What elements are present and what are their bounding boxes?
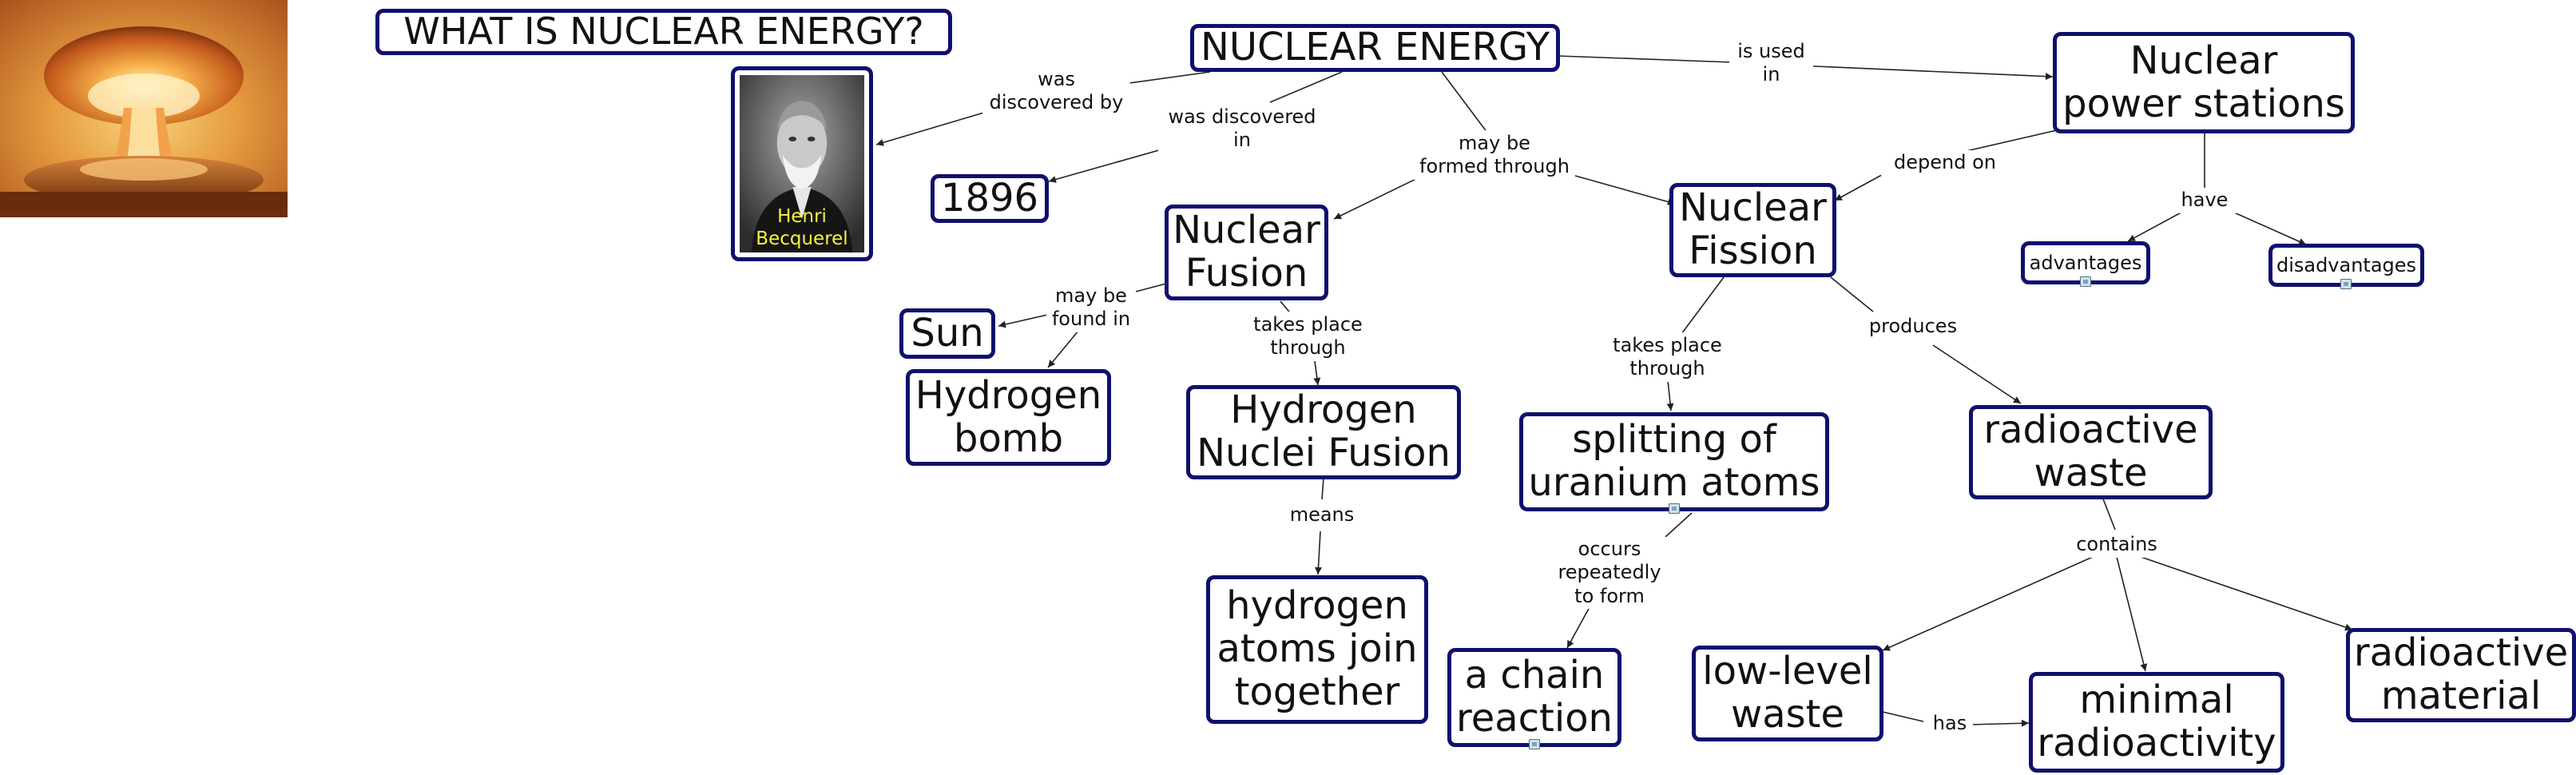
node-nuclear-fission[interactable]: Nuclear Fission <box>1669 183 1836 277</box>
link-produces[interactable]: produces <box>1865 314 1961 340</box>
connector-line <box>1047 325 1083 368</box>
connector-line <box>1132 283 1167 293</box>
connector-line <box>1681 276 1725 335</box>
connector-line <box>1269 71 1343 103</box>
link-fusion-takes-place-through[interactable]: takes place through <box>1246 312 1370 361</box>
link-depend-on[interactable]: depend on <box>1881 150 2009 176</box>
link-occurs-repeatedly-to-form[interactable]: occurs repeatedly to form <box>1550 537 1669 609</box>
connector-line <box>1968 719 2030 727</box>
resource-icon[interactable] <box>2340 279 2352 289</box>
connector-line <box>1665 512 1693 538</box>
node-nuclear-energy[interactable]: NUCLEAR ENERGY <box>1190 24 1560 72</box>
connector-line <box>1569 173 1676 205</box>
page-title: WHAT IS NUCLEAR ENERGY? <box>375 9 952 55</box>
node-hydrogen-bomb[interactable]: Hydrogen bomb <box>906 369 1111 466</box>
connector-line <box>1321 477 1324 500</box>
link-fission-takes-place-through[interactable]: takes place through <box>1606 332 1729 382</box>
node-chain-reaction[interactable]: a chain reaction <box>1447 648 1621 747</box>
photo-caption: Henri Becquerel <box>756 206 848 249</box>
connector-line <box>1441 71 1490 137</box>
node-advantages[interactable]: advantages <box>2021 241 2150 284</box>
connector-line <box>1830 276 1874 312</box>
node-1896[interactable]: 1896 <box>931 174 1049 223</box>
connector-line <box>2116 556 2148 672</box>
link-may-be-found-in[interactable]: may be found in <box>1046 283 1136 332</box>
node-hydrogen-atoms-join-together[interactable]: hydrogen atoms join together <box>1206 575 1428 724</box>
portrait-image <box>740 75 864 252</box>
node-radioactive-material[interactable]: radioactive material <box>2346 628 2576 722</box>
connector-line <box>2127 209 2188 242</box>
nuclear-explosion-image <box>0 0 288 217</box>
link-was-discovered-by[interactable]: was discovered by <box>982 66 1130 117</box>
connector-line <box>1566 606 1590 649</box>
resource-icon[interactable] <box>1529 739 1540 749</box>
connector-line <box>1558 55 1734 63</box>
connector-line <box>1882 711 1924 722</box>
link-was-discovered-in[interactable]: was discovered in <box>1158 104 1326 153</box>
node-minimal-radioactivity[interactable]: minimal radioactivity <box>2029 672 2284 773</box>
henri-becquerel-photo: Henri Becquerel <box>731 66 873 261</box>
node-splitting-uranium-atoms[interactable]: splitting of uranium atoms <box>1519 412 1829 511</box>
connector-line <box>1048 148 1165 183</box>
connector-line <box>1796 65 2054 81</box>
link-is-used-in[interactable]: is used in <box>1729 38 1813 88</box>
connector-line <box>1834 170 1890 201</box>
connector-line <box>1333 173 1427 220</box>
connector-line <box>875 111 987 146</box>
resource-icon[interactable] <box>1669 503 1680 514</box>
node-nuclear-fusion[interactable]: Nuclear Fusion <box>1165 205 1328 300</box>
node-nuclear-power-stations[interactable]: Nuclear power stations <box>2053 32 2355 133</box>
link-has[interactable]: has <box>1927 711 1973 737</box>
connector-line <box>1315 531 1322 575</box>
connector-line <box>2226 209 2307 245</box>
link-have[interactable]: have <box>2171 188 2238 213</box>
node-sun[interactable]: Sun <box>899 308 995 359</box>
connector-line <box>2102 496 2116 531</box>
link-contains[interactable]: contains <box>2069 532 2165 558</box>
link-may-be-formed-through[interactable]: may be formed through <box>1414 130 1575 180</box>
connector-line <box>1932 344 2022 404</box>
connector-line <box>2140 556 2353 631</box>
node-radioactive-waste[interactable]: radioactive waste <box>1969 405 2213 499</box>
connector-line <box>1882 556 2094 651</box>
node-low-level-waste[interactable]: low-level waste <box>1692 646 1883 741</box>
connector-line <box>998 312 1055 328</box>
connector-line <box>1666 380 1674 411</box>
connector-line <box>1313 360 1321 386</box>
resource-icon[interactable] <box>2080 276 2091 287</box>
node-hydrogen-nuclei-fusion[interactable]: Hydrogen Nuclei Fusion <box>1186 385 1461 479</box>
link-means[interactable]: means <box>1286 503 1358 528</box>
